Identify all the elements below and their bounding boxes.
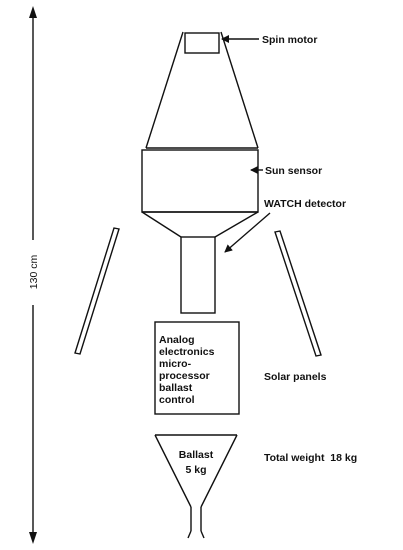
dimension-label: 130 cm — [28, 255, 40, 290]
electronics-line-6: control — [159, 394, 195, 406]
detector-taper — [141, 211, 259, 238]
electronics-line-3: micro- — [159, 358, 192, 370]
electronics-box — [154, 321, 240, 415]
ballast-label: Ballast — [179, 449, 214, 461]
upper-cone — [145, 31, 259, 149]
spin-motor-block — [184, 32, 220, 54]
watch-detector-tube — [180, 236, 216, 314]
solar-panel-right — [274, 230, 322, 357]
electronics-line-5: ballast — [159, 382, 193, 394]
spin-motor-label: Spin motor — [262, 34, 317, 46]
watch-detector-arrow — [224, 212, 271, 253]
ballast-weight: 5 kg — [185, 464, 206, 476]
watch-detector-label: WATCH detector — [264, 198, 346, 210]
sun-sensor-drum — [141, 149, 259, 213]
dimension-arrow-top — [29, 6, 37, 18]
electronics-line-4: processor — [159, 370, 210, 382]
dimension-arrow-bottom — [29, 532, 37, 544]
electronics-line-2: electronics — [159, 346, 215, 358]
sun-sensor-label: Sun sensor — [265, 165, 322, 177]
solar-panels-label: Solar panels — [264, 371, 327, 383]
electronics-box-text: Analog electronics micro- processor ball… — [159, 334, 217, 406]
dimension-line — [29, 6, 37, 544]
solar-panel-left — [74, 227, 120, 355]
total-weight-label: Total weight 18 kg — [264, 452, 357, 464]
ballast-funnel — [154, 434, 238, 539]
electronics-line-1: Analog — [159, 334, 195, 346]
